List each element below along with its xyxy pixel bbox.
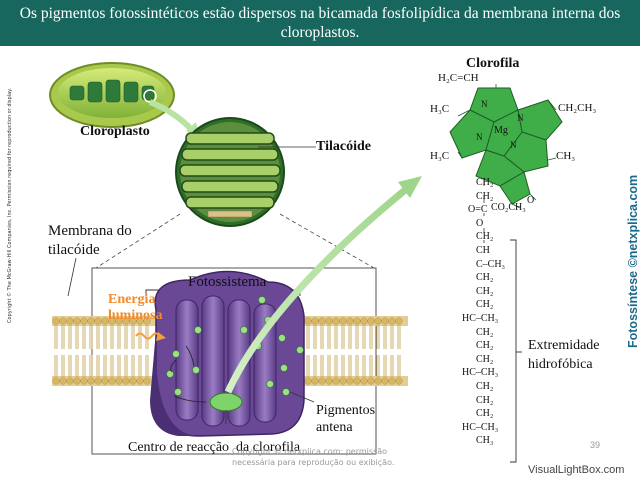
ester-group: CO₂CH₃: [491, 202, 526, 213]
ethyl-group: CH₂CH₃: [558, 102, 597, 114]
chain-group: CH₂: [476, 231, 494, 243]
chain-group: CH₂: [476, 299, 494, 311]
watermark: VisualLightBox.com: [528, 464, 625, 476]
label-tilacoide: Tilacóide: [316, 139, 371, 154]
label-pigmentos: Pigmentos antena: [316, 403, 376, 435]
chain-group: CH₂: [476, 394, 494, 406]
methyl-upper: H₃C: [430, 103, 450, 115]
chain-group: CH₂: [476, 190, 494, 202]
thylakoid-illustration: [175, 117, 285, 227]
label-energia: Energia luminosa: [108, 292, 163, 323]
label-extremidade: Extremidade hidrofóbica: [528, 338, 600, 372]
svg-text:N: N: [476, 132, 483, 142]
faint-notice: Copyright © netxplica.com: permissão nec…: [232, 447, 395, 467]
label-cloroplasto: Cloroplasto: [80, 124, 150, 139]
page-number: 39: [590, 440, 601, 450]
label-membrana: Membrana do tilacóide: [48, 223, 132, 258]
chain-group: CH₂: [476, 285, 494, 297]
chain-group: HC–CH₃: [462, 367, 499, 379]
chain-group: CH₂: [476, 380, 494, 392]
chain-group: C–CH₃: [476, 258, 506, 270]
methyl-lower: H₃C: [430, 150, 450, 162]
ketone-oxygen: O: [527, 195, 535, 206]
chain-group: O: [476, 217, 484, 229]
slide-title: Os pigmentos fotossintéticos estão dispe…: [19, 5, 621, 41]
label-da-clorofila: da clorofila: [236, 440, 301, 455]
chain-group: CH₂: [476, 272, 494, 284]
label-clorofila: Clorofila: [466, 56, 520, 71]
chain-group: CH₂: [476, 340, 494, 352]
vinyl-group: H₂C=CH: [438, 72, 479, 84]
svg-text:Mg: Mg: [494, 125, 508, 136]
chain-group: CH₂: [476, 326, 494, 338]
chain-group: CH₂: [476, 408, 494, 420]
svg-text:N: N: [510, 140, 517, 150]
credit-vertical: Fotossíntese ©netxplica.com: [626, 174, 640, 348]
methyl-right: CH₃: [556, 150, 576, 162]
chain-group: O=C: [468, 204, 488, 216]
svg-text:N: N: [517, 113, 524, 123]
chain-group: CH: [476, 244, 490, 256]
label-centro: Centro de reacção: [128, 440, 230, 455]
title-banner: Os pigmentos fotossintéticos estão dispe…: [0, 0, 640, 46]
chloroplast-illustration: [49, 62, 175, 128]
chain-group: CH₂: [476, 353, 494, 365]
chain-group: HC–CH₃: [462, 421, 499, 433]
copyright-vertical: Copyright © The McGraw-Hill Companies, I…: [7, 88, 13, 323]
chain-group: CH₂: [476, 177, 494, 188]
label-fotossistema: Fotossistema: [188, 274, 267, 290]
photosystem-complex: [150, 270, 305, 437]
chain-group: HC–CH₃: [462, 312, 499, 324]
chlorophyll-structure: N N N N Mg: [449, 84, 563, 243]
svg-text:N: N: [481, 99, 488, 109]
chain-group: CH₃: [476, 435, 494, 447]
